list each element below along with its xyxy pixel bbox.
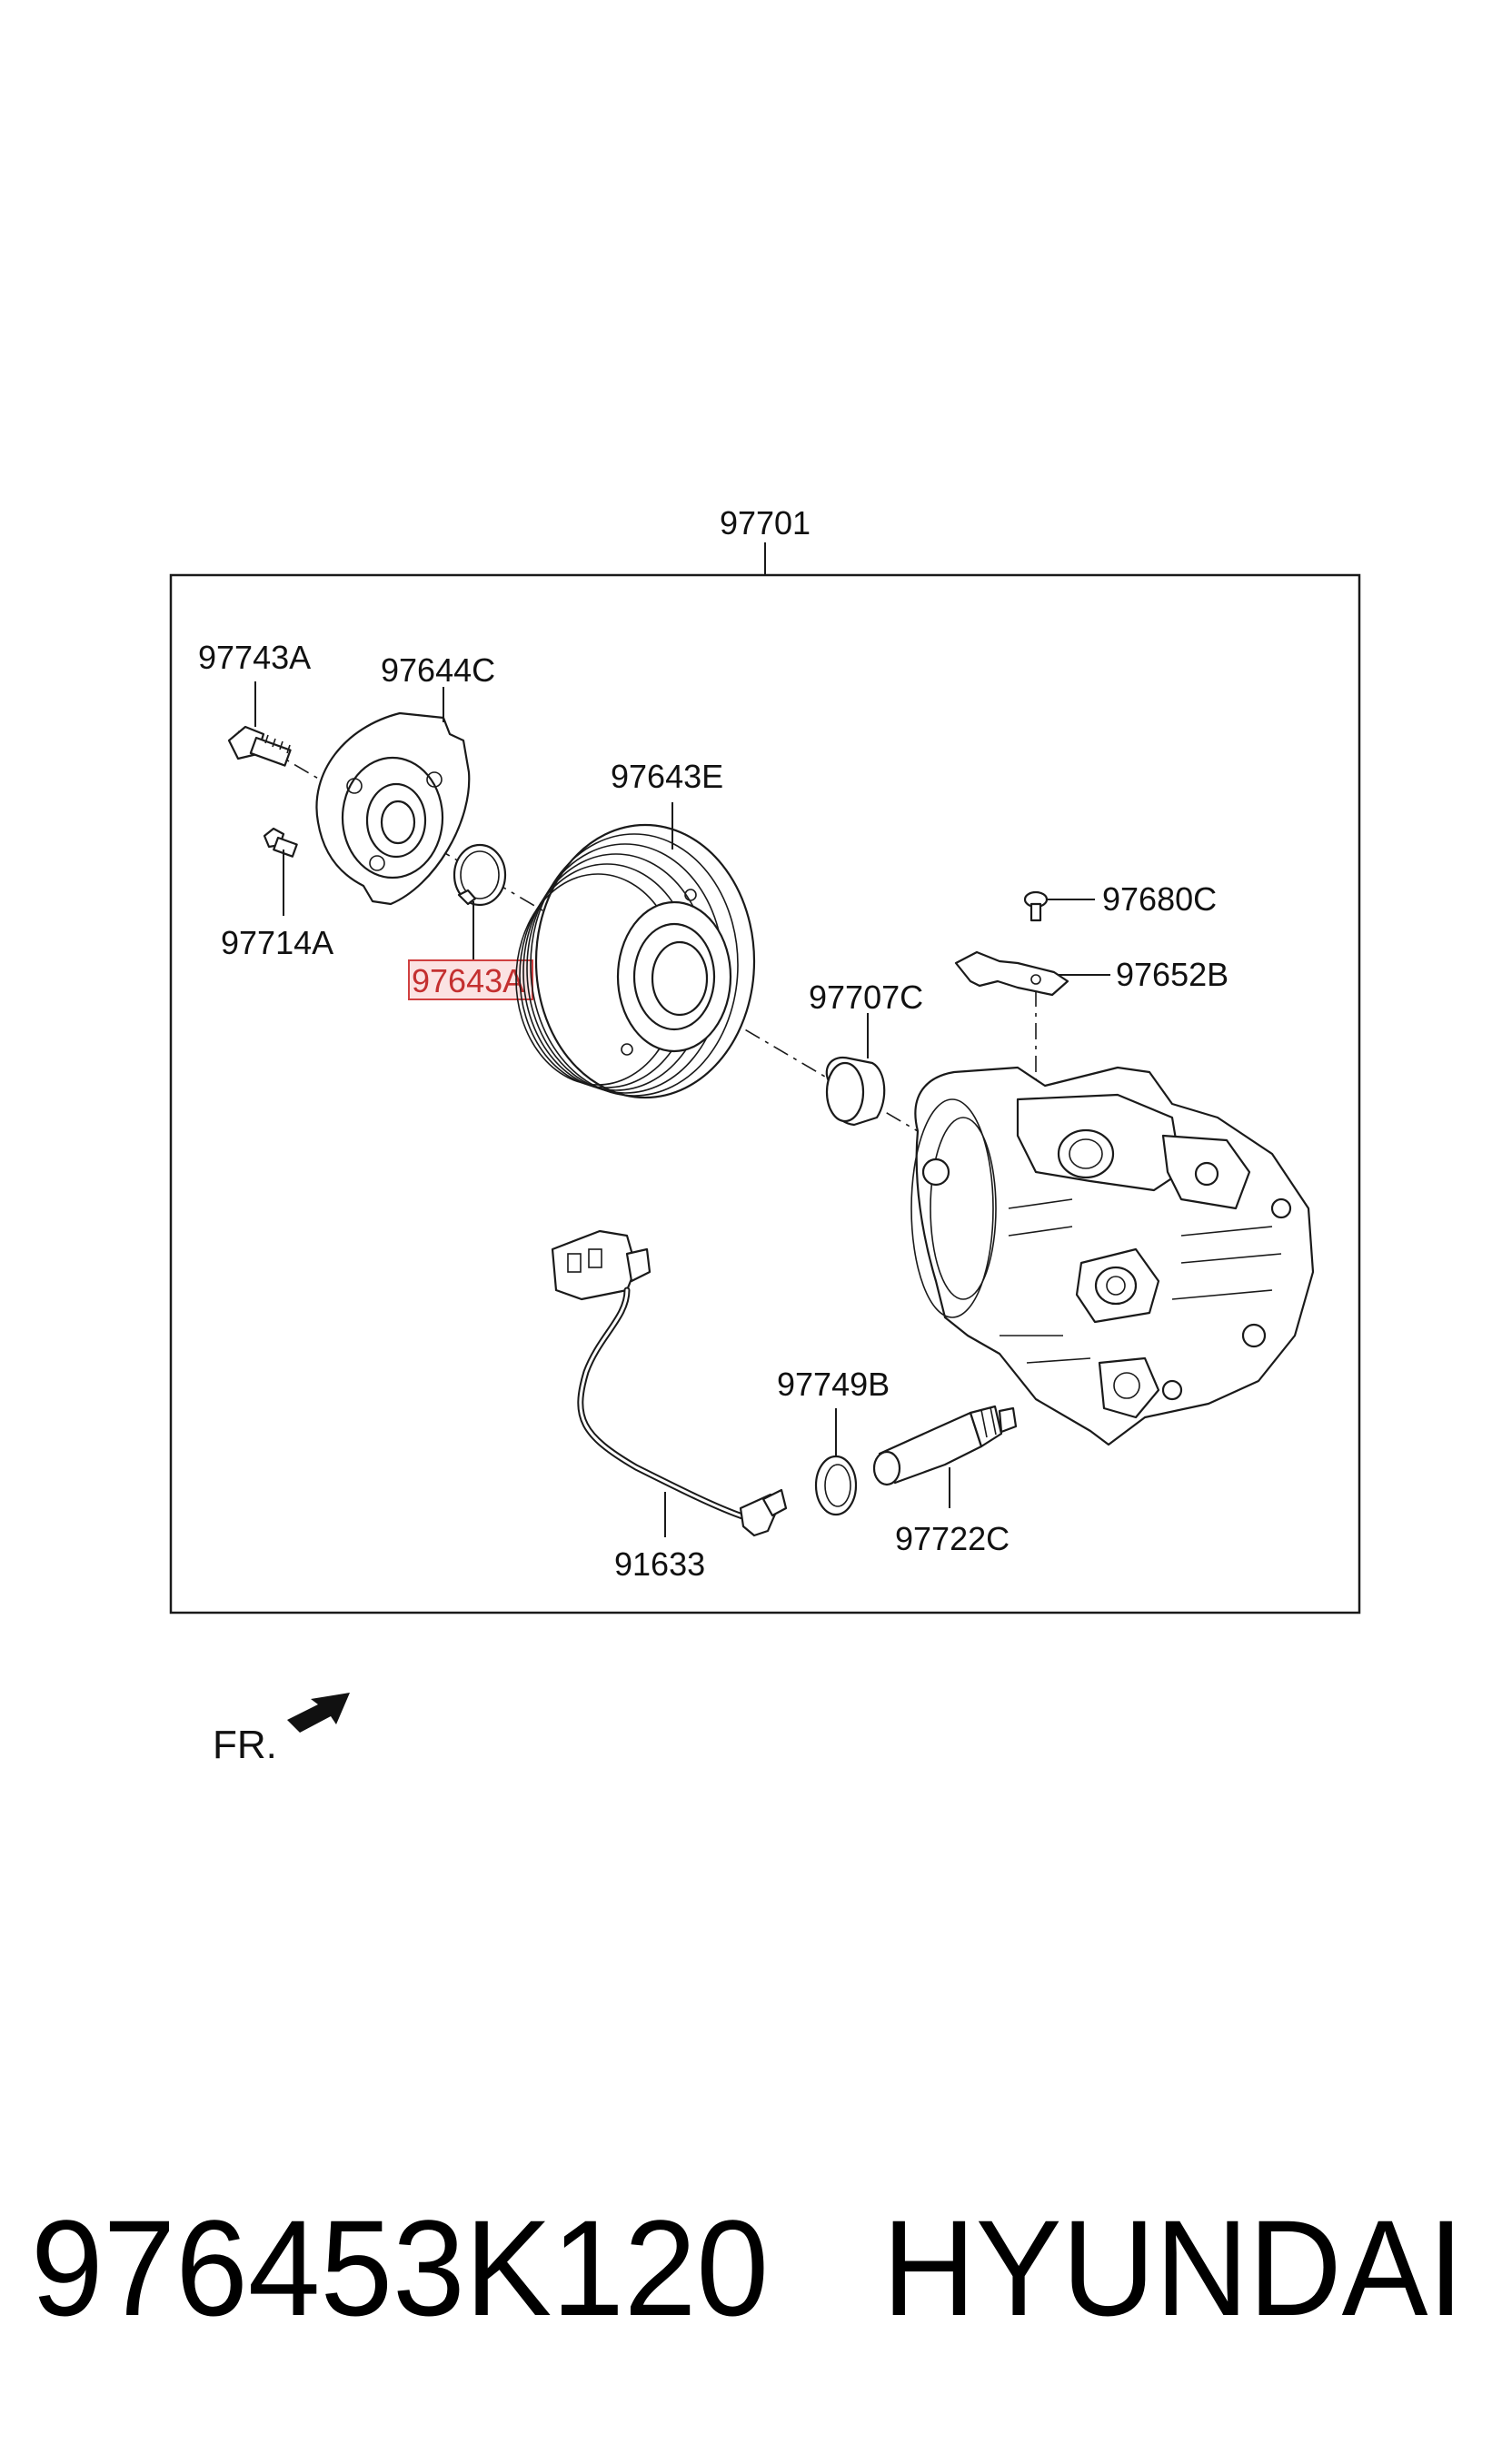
front-indicator-label: FR. <box>213 1723 277 1767</box>
clutch-hub-97644C[interactable] <box>315 711 471 906</box>
label-97643A[interactable]: 97643A <box>412 962 524 999</box>
label-97643E[interactable]: 97643E <box>611 758 723 795</box>
label-97743A[interactable]: 97743A <box>198 639 311 676</box>
pressure-switch-97722C[interactable] <box>872 1405 1018 1486</box>
field-coil-97707C[interactable] <box>825 1056 886 1127</box>
wire-harness-91633[interactable] <box>551 1229 788 1537</box>
label-97714A[interactable]: 97714A <box>221 924 333 961</box>
label-97680C[interactable]: 97680C <box>1102 880 1217 918</box>
highlight-box-97643A <box>408 959 533 1000</box>
pulley-97643E[interactable] <box>515 823 756 1099</box>
label-97707C[interactable]: 97707C <box>809 979 923 1016</box>
label-97722C[interactable]: 97722C <box>895 1520 1010 1557</box>
assembly-frame <box>169 573 1361 1615</box>
footer-brand: HYUNDAI <box>882 2191 1464 2344</box>
label-91633[interactable]: 91633 <box>614 1545 705 1583</box>
o-ring-97749B[interactable] <box>814 1455 858 1516</box>
bracket-97652B[interactable] <box>954 950 1069 997</box>
label-97644C[interactable]: 97644C <box>381 651 495 689</box>
snap-ring-97643A[interactable] <box>453 843 507 907</box>
label-97652B[interactable]: 97652B <box>1116 956 1228 993</box>
bolt-97714A[interactable] <box>263 827 298 858</box>
bolt-97743A[interactable] <box>227 725 292 767</box>
arrow-front-icon <box>287 1693 350 1733</box>
label-assembly[interactable]: 97701 <box>720 504 811 541</box>
footer-part-number: 976453K120 <box>31 2191 769 2344</box>
screw-97680C[interactable] <box>1023 890 1049 922</box>
label-97749B[interactable]: 97749B <box>777 1366 890 1403</box>
compressor-body[interactable] <box>910 1066 1315 1446</box>
